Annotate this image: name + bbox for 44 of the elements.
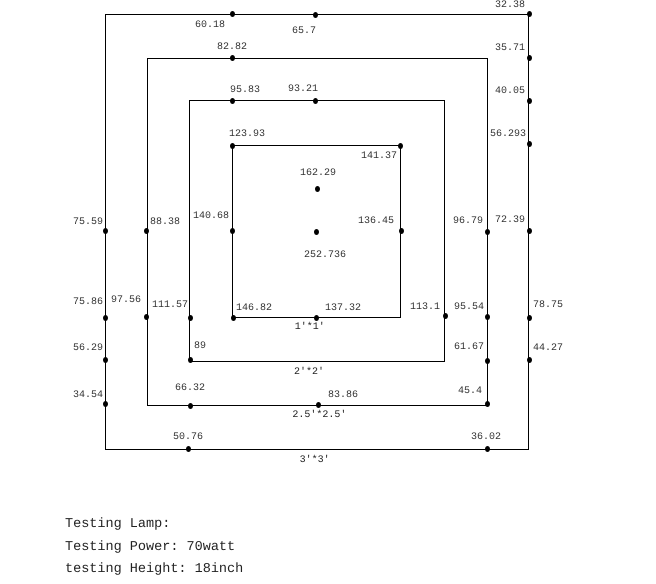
measurement-value: 32.38 <box>495 1 525 11</box>
measurement-value: 66.32 <box>175 384 205 394</box>
measurement-value: 162.29 <box>300 169 336 179</box>
measurement-value: 56.29 <box>73 344 103 354</box>
measurement-value: 97.56 <box>111 296 141 306</box>
measurement-value: 88.38 <box>150 218 180 228</box>
measurement-value: 61.67 <box>454 343 484 353</box>
measurement-value: 252.736 <box>304 251 346 261</box>
measurement-value: 34.54 <box>73 391 103 401</box>
measurement-value: 95.83 <box>230 86 260 96</box>
measurement-value: 60.18 <box>195 21 225 31</box>
measurement-value: 113.1 <box>410 303 440 313</box>
test-note-text: testing Height: 18inch <box>65 563 244 576</box>
measurement-value: 56.293 <box>490 130 526 140</box>
measurement-value: 123.93 <box>229 130 265 140</box>
measurement-value: 35.71 <box>495 44 525 54</box>
measurement-value: 89 <box>194 342 206 352</box>
measurement-value: 137.32 <box>325 304 361 314</box>
measurement-value: 83.86 <box>328 391 358 401</box>
measurement-value: 146.82 <box>236 304 272 314</box>
area-size-label: 2'*2' <box>294 368 324 378</box>
area-size-label: 3'*3' <box>300 456 330 466</box>
area-size-label: 2.5'*2.5' <box>292 411 346 422</box>
measurement-value: 72.39 <box>495 216 525 226</box>
measurement-value: 36.02 <box>471 433 501 443</box>
measurement-value: 93.21 <box>288 85 318 95</box>
measurement-value: 44.27 <box>533 344 563 354</box>
measurement-value: 111.57 <box>152 301 188 311</box>
measurement-value: 95.54 <box>454 303 484 313</box>
measurement-value: 78.75 <box>533 301 563 311</box>
measurement-value: 140.68 <box>193 212 229 222</box>
measurement-value: 96.79 <box>453 217 483 227</box>
measurement-value: 50.76 <box>173 433 203 443</box>
measurement-value: 136.45 <box>358 217 394 227</box>
test-note-text: Testing Lamp: <box>65 518 170 532</box>
measurement-value: 75.59 <box>73 218 103 228</box>
measurement-value: 141.37 <box>361 152 397 162</box>
measurement-value: 82.82 <box>217 43 247 53</box>
test-note-text: Testing Power: 70watt <box>65 541 236 554</box>
measurement-value: 75.86 <box>73 298 103 308</box>
measurement-value: 40.05 <box>495 87 525 97</box>
area-size-label: 1'*1' <box>294 322 325 333</box>
measurement-value: 65.7 <box>292 27 316 37</box>
measurement-value: 45.4 <box>458 387 482 397</box>
